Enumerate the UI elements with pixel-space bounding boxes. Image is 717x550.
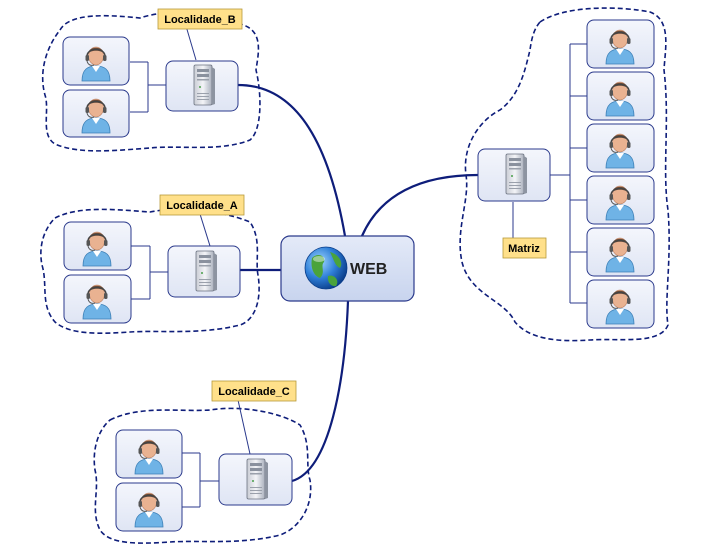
cloud-localidade-b: Localidade_B — [41, 8, 261, 152]
svg-text:Localidade_C: Localidade_C — [218, 386, 290, 398]
server-icon — [165, 60, 239, 112]
server-icon — [167, 245, 241, 298]
user-icon — [63, 221, 132, 271]
user-icon — [63, 274, 132, 324]
connector-web-localidade-c — [291, 300, 350, 483]
location-label-matriz[interactable]: Matriz — [502, 237, 547, 259]
user-icon — [586, 123, 655, 173]
location-label-localidade-c[interactable]: Localidade_C — [211, 380, 297, 402]
location-label-localidade-a[interactable]: Localidade_A — [159, 194, 245, 216]
globe-icon — [304, 246, 348, 290]
user-icon — [62, 36, 130, 86]
connector-web-matriz — [360, 173, 479, 237]
server-icon — [477, 148, 551, 202]
user-icon — [62, 89, 130, 138]
cloud-matriz: Matriz — [459, 7, 670, 342]
connector-web-localidade-b — [237, 83, 347, 237]
svg-text:Localidade_B: Localidade_B — [164, 14, 236, 26]
svg-text:Localidade_A: Localidade_A — [166, 200, 238, 212]
user-icon — [586, 71, 655, 121]
web-label: WEB — [350, 261, 387, 278]
user-icon — [586, 19, 655, 69]
location-label-localidade-b[interactable]: Localidade_B — [157, 8, 243, 30]
cloud-localidade-a: Localidade_A — [40, 194, 260, 334]
user-icon — [586, 227, 655, 277]
user-icon — [115, 429, 183, 479]
cloud-localidade-c: Localidade_C — [93, 380, 312, 544]
server-icon — [218, 453, 293, 506]
user-icon — [586, 175, 655, 225]
svg-text:Matriz: Matriz — [508, 243, 540, 255]
web-node[interactable]: WEB — [280, 235, 415, 302]
user-icon — [115, 482, 183, 532]
user-icon — [586, 279, 655, 329]
